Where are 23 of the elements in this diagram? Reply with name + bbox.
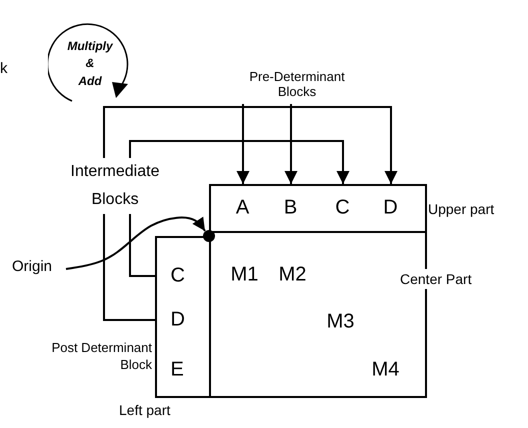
block-label: M2 — [278, 263, 306, 286]
block-label: M1 — [230, 263, 258, 286]
operation-label: Multiply & Add — [66, 38, 114, 90]
part-label: Upper part — [428, 201, 494, 218]
block-label: E — [170, 358, 184, 381]
annotation-text: Origin — [12, 258, 54, 276]
block-label: B — [284, 196, 298, 219]
block-label: M4 — [372, 358, 400, 381]
block-label: D — [170, 308, 185, 331]
annotation-text: k — [0, 60, 8, 78]
block-label: M3 — [326, 310, 354, 333]
arrow — [236, 104, 250, 184]
arrow — [103, 106, 398, 321]
part-label: Left part — [119, 402, 170, 418]
block-label: C — [170, 264, 185, 287]
block-label: D — [383, 196, 398, 219]
annotation-text: Pre-Determinant Blocks — [248, 70, 346, 100]
arrow — [284, 104, 298, 184]
block-label: C — [335, 196, 350, 219]
annotation-text: Post Determinant Block — [50, 340, 152, 374]
junction-dot — [203, 230, 215, 242]
block-label: A — [236, 196, 250, 219]
leader-line — [66, 216, 206, 270]
